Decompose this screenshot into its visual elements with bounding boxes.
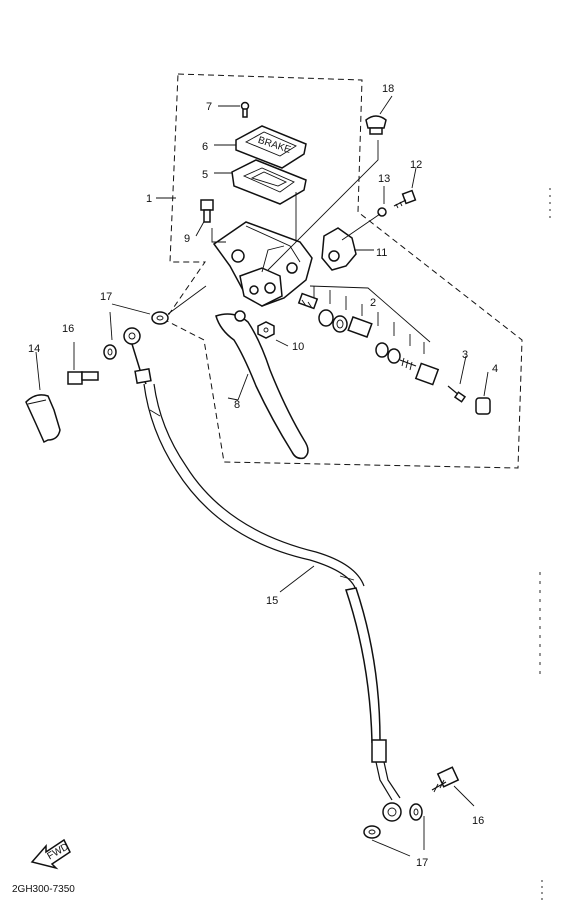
part-17-washer-lower bbox=[363, 803, 425, 857]
master-cylinder-body bbox=[212, 221, 313, 307]
part-6-reservoir-cap: BRAKE bbox=[214, 125, 307, 169]
part-10-nut bbox=[257, 321, 289, 347]
part-11-bracket bbox=[321, 213, 381, 271]
callout-8: 8 bbox=[234, 399, 240, 411]
callout-3: 3 bbox=[462, 349, 468, 361]
callout-10: 10 bbox=[292, 341, 304, 353]
part-2-piston-kit bbox=[297, 285, 440, 386]
part-7-screw bbox=[218, 101, 250, 118]
part-8-lever bbox=[215, 310, 309, 460]
callout-4: 4 bbox=[492, 363, 498, 375]
part-5-diaphragm bbox=[214, 159, 307, 205]
callout-16-upper: 16 bbox=[62, 323, 74, 335]
callout-15: 15 bbox=[266, 595, 278, 607]
callout-7: 7 bbox=[206, 101, 212, 113]
part-16-banjo-bolt-lower bbox=[431, 766, 475, 807]
callout-12: 12 bbox=[410, 159, 422, 171]
callout-17-lower: 17 bbox=[416, 857, 428, 869]
callout-11: 11 bbox=[376, 247, 387, 259]
part-17-washer-upper-2 bbox=[103, 344, 117, 360]
callout-14: 14 bbox=[28, 343, 40, 355]
part-14-boot bbox=[25, 351, 61, 444]
part-9-bolt bbox=[195, 199, 214, 237]
callout-16-lower: 16 bbox=[472, 815, 484, 827]
callout-1: 1 bbox=[146, 193, 152, 205]
callout-9: 9 bbox=[184, 233, 190, 245]
assembly-boundary bbox=[164, 73, 523, 469]
part-18-cap bbox=[365, 115, 387, 135]
part-3-screw bbox=[447, 355, 467, 403]
callout-5: 5 bbox=[202, 169, 208, 181]
callout-17-upper: 17 bbox=[100, 291, 112, 303]
part-15-brake-hose bbox=[123, 327, 402, 822]
drawing-code: 2GH300-7350 bbox=[12, 884, 75, 895]
callout-13: 13 bbox=[378, 173, 390, 185]
callout-2: 2 bbox=[370, 297, 376, 309]
forward-arrow-icon: FWD bbox=[30, 838, 71, 870]
part-16-banjo-bolt-upper bbox=[67, 342, 99, 385]
callout-18: 18 bbox=[382, 83, 394, 95]
part-17-washer-upper bbox=[151, 285, 207, 325]
part-12-screw bbox=[393, 189, 417, 209]
callout-6: 6 bbox=[202, 141, 208, 153]
part-4-cap bbox=[475, 371, 491, 415]
part-13-washer bbox=[377, 186, 387, 217]
